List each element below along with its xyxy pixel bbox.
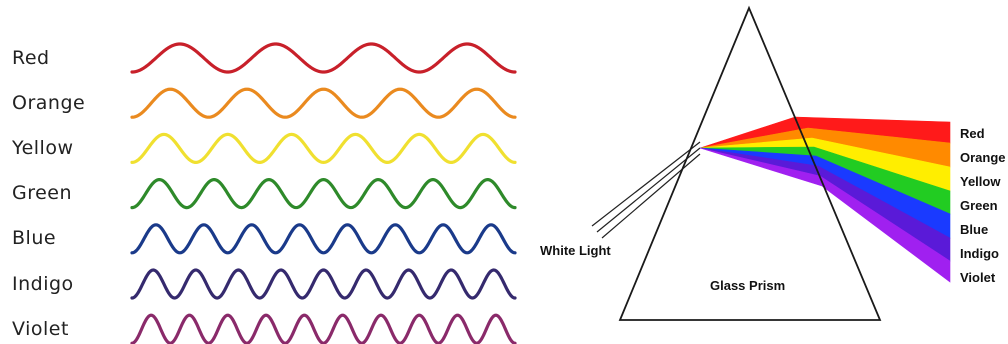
spectrum-fan bbox=[699, 116, 951, 283]
wave-orange bbox=[130, 87, 517, 119]
wave-green bbox=[130, 178, 517, 210]
wave-label-red: Red bbox=[12, 47, 50, 69]
spectrum-band-violet bbox=[699, 147, 951, 283]
wave-row-violet: Violet bbox=[12, 313, 517, 344]
glass-prism-label: Glass Prism bbox=[710, 278, 785, 293]
spectrum-labels: Red Orange Yellow Green Blue Indigo Viol… bbox=[960, 126, 1006, 285]
spectrum-label-violet: Violet bbox=[960, 270, 996, 285]
white-light-beam bbox=[591, 141, 701, 239]
spectrum-label-blue: Blue bbox=[960, 222, 988, 237]
white-light-label: White Light bbox=[540, 243, 611, 258]
wave-yellow bbox=[130, 132, 517, 164]
wave-row-yellow: Yellow bbox=[11, 132, 517, 164]
wave-row-green: Green bbox=[12, 178, 517, 210]
wavelength-panel: Red Orange Yellow Green Blue Indigo Viol… bbox=[11, 42, 517, 344]
wave-row-indigo: Indigo bbox=[12, 268, 517, 300]
wave-red bbox=[130, 42, 517, 74]
wave-indigo bbox=[130, 268, 517, 300]
wave-row-orange: Orange bbox=[12, 87, 517, 119]
spectrum-label-orange: Orange bbox=[960, 150, 1006, 165]
wave-row-blue: Blue bbox=[12, 223, 517, 255]
wave-label-yellow: Yellow bbox=[11, 137, 74, 159]
spectrum-label-yellow: Yellow bbox=[960, 174, 1001, 189]
glass-prism bbox=[618, 5, 882, 321]
spectrum-label-indigo: Indigo bbox=[960, 246, 999, 261]
wave-label-indigo: Indigo bbox=[12, 273, 74, 295]
prism-panel: White Light Glass Prism Red Orange Yello… bbox=[540, 5, 1006, 321]
spectrum-label-green: Green bbox=[960, 198, 998, 213]
wave-label-blue: Blue bbox=[12, 227, 56, 249]
wave-label-orange: Orange bbox=[12, 92, 85, 114]
wave-violet bbox=[130, 313, 517, 344]
wave-label-violet: Violet bbox=[12, 318, 69, 340]
wave-blue bbox=[130, 223, 517, 255]
wave-row-red: Red bbox=[12, 42, 517, 74]
spectrum-label-red: Red bbox=[960, 126, 985, 141]
wave-label-green: Green bbox=[12, 182, 72, 204]
